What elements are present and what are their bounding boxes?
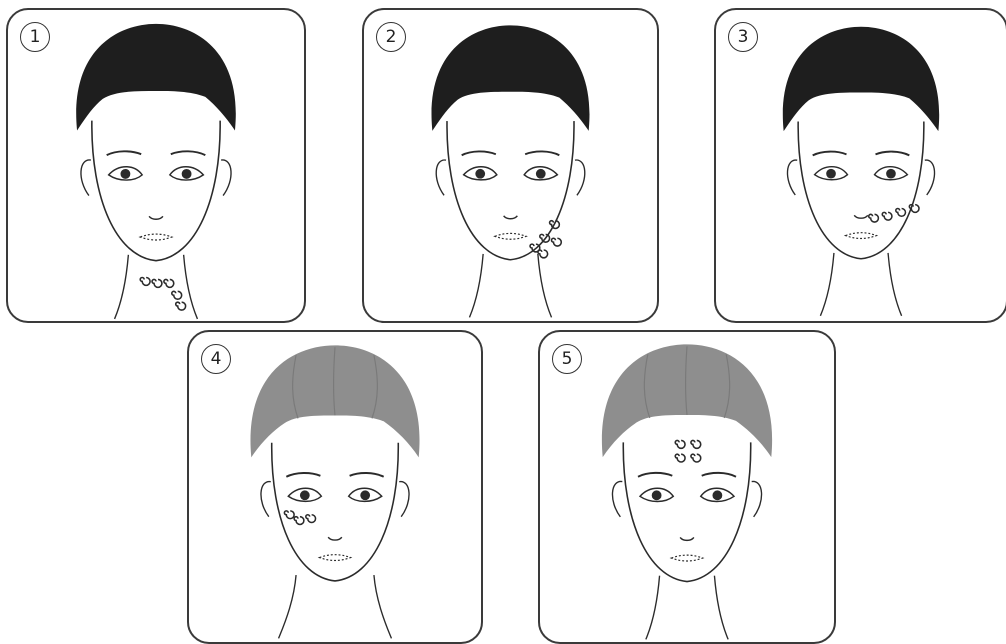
face-illustration-3 xyxy=(716,10,1006,321)
face-illustration-2 xyxy=(364,10,657,321)
face-icon xyxy=(783,27,939,316)
panel-5-forehead-massage: 5 xyxy=(538,330,836,644)
face-icon xyxy=(602,344,772,639)
face-icon xyxy=(76,24,236,319)
spiral-swirl-icon xyxy=(284,511,315,525)
spiral-swirl-icon xyxy=(675,440,700,462)
spiral-swirl-icon xyxy=(140,277,185,310)
panel-2-jaw-massage: 2 xyxy=(362,8,659,323)
face-icon xyxy=(250,345,419,638)
panel-1-neck-massage: 1 xyxy=(6,8,306,323)
face-illustration-4 xyxy=(189,332,481,642)
panel-3-cheek-massage: 3 xyxy=(714,8,1006,323)
face-illustration-5 xyxy=(540,332,834,642)
panel-4-under-eye-massage: 4 xyxy=(187,330,483,644)
face-icon xyxy=(432,25,590,317)
face-illustration-1 xyxy=(8,10,304,321)
